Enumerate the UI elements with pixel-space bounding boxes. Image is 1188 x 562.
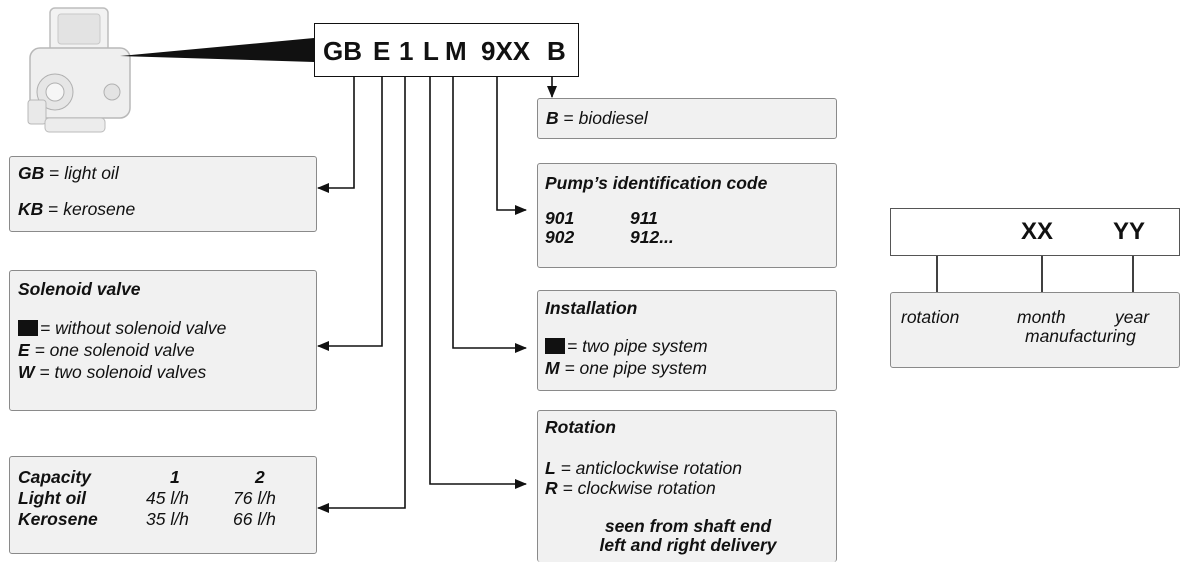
plate-yy: YY <box>1113 218 1146 245</box>
pump-illustration <box>27 7 131 133</box>
capacity-cell: 35 l/h <box>146 509 189 529</box>
installation-row-two-pipe: = two pipe system <box>545 336 708 357</box>
pump-id-box: Pump’s identification code 901 911 902 9… <box>537 163 837 268</box>
installation-box: Installation = two pipe system M = one p… <box>537 290 837 391</box>
capacity-cell: 76 l/h <box>233 488 276 508</box>
code-part-l: L <box>423 36 439 66</box>
plate-legend: rotation month year manufacturing <box>890 292 1180 368</box>
rotation-note-2: left and right delivery <box>599 535 777 555</box>
blank-square-icon <box>18 320 38 336</box>
code-part-b: B <box>547 36 566 66</box>
plate-label-month: month <box>1017 307 1066 327</box>
pump-id-code: 911 <box>630 208 658 228</box>
pump-id-code: 912... <box>630 227 674 247</box>
fuel-row-kb: KB = kerosene <box>18 199 136 219</box>
capacity-row-kerosene: Kerosene <box>18 509 98 529</box>
code-part-1: 1 <box>399 36 414 66</box>
installation-title: Installation <box>545 298 638 318</box>
rotation-title: Rotation <box>545 417 616 437</box>
code-label: GB E 1 L M 9XX B <box>314 23 579 77</box>
rotation-row-l: L = anticlockwise rotation <box>545 458 742 478</box>
capacity-header: Capacity <box>18 467 91 487</box>
fuel-type-box: GB = light oil KB = kerosene <box>9 156 317 232</box>
pump-id-title: Pump’s identification code <box>545 173 768 193</box>
solenoid-row-e: E = one solenoid valve <box>18 340 195 360</box>
rotation-box: Rotation L = anticlockwise rotation R = … <box>537 410 837 562</box>
capacity-cell: 45 l/h <box>146 488 189 508</box>
capacity-row-light-oil: Light oil <box>18 488 87 508</box>
plate-xx: XX <box>1021 218 1054 245</box>
blank-square-icon <box>545 338 565 354</box>
pump-id-code: 901 <box>545 208 575 228</box>
solenoid-row-none: = without solenoid valve <box>18 318 226 339</box>
code-part-gb: GB <box>323 36 362 66</box>
rotation-note-1: seen from shaft end <box>604 516 772 536</box>
solenoid-row-w: W = two solenoid valves <box>18 362 207 382</box>
rotation-row-r: R = clockwise rotation <box>545 478 716 498</box>
plate-label-rotation: rotation <box>901 307 960 327</box>
code-part-9xx: 9XX <box>481 36 531 66</box>
capacity-box: Capacity 1 2 Light oil 45 l/h 76 l/h Ker… <box>9 456 317 554</box>
pump-id-code: 902 <box>545 227 575 247</box>
solenoid-title: Solenoid valve <box>18 279 141 299</box>
code-part-m: M <box>445 36 467 66</box>
plate-label-year: year <box>1115 307 1150 327</box>
capacity-cell: 66 l/h <box>233 509 276 529</box>
plate-label-manufacturing: manufacturing <box>1025 326 1136 346</box>
fuel-row-gb: GB = light oil <box>18 163 119 183</box>
installation-row-one-pipe: M = one pipe system <box>545 358 707 378</box>
capacity-col-1: 1 <box>170 467 180 487</box>
pointer-wedge <box>120 38 314 62</box>
plate-top: XX YY <box>890 208 1180 256</box>
capacity-col-2: 2 <box>255 467 265 487</box>
solenoid-valve-box: Solenoid valve = without solenoid valve … <box>9 270 317 411</box>
code-part-e: E <box>373 36 391 66</box>
biodiesel-row: B = biodiesel <box>546 108 648 128</box>
biodiesel-box: B = biodiesel <box>537 98 837 139</box>
